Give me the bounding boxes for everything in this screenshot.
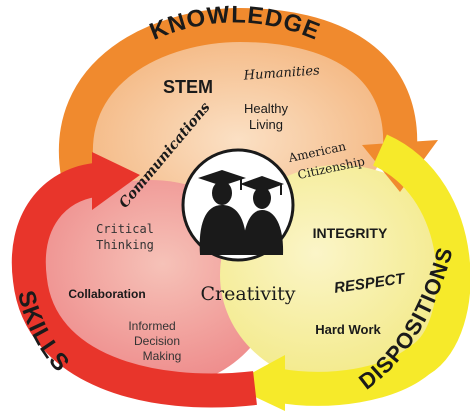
knowledge-item-healthy: Healthy <box>244 101 289 116</box>
skills-ring <box>11 152 257 408</box>
dispositions-ring <box>230 134 470 411</box>
knowledge-item-living: Living <box>249 117 283 132</box>
skills-item-thinking: Thinking <box>96 238 154 252</box>
skills-item-decision: Decision <box>134 334 180 348</box>
skills-arrowhead <box>92 152 140 210</box>
dispositions-item-integrity: INTEGRITY <box>313 225 388 241</box>
knowledge-item-stem: STEM <box>163 77 213 97</box>
dispositions-arrowhead <box>230 355 285 411</box>
skills-item-critical: Critical <box>96 222 154 236</box>
graduates-silhouette-icon <box>198 170 284 255</box>
center-circle <box>181 148 295 262</box>
skills-item-informed: Informed <box>128 319 175 333</box>
knowledge-item-humanities: Humanities <box>242 63 320 83</box>
skills-item-making: Making <box>143 349 182 363</box>
skills-item-collaboration: Collaboration <box>68 287 145 301</box>
skills-items: Critical Thinking Collaboration Informed… <box>68 222 181 363</box>
center-label-creativity: Creativity <box>200 283 295 305</box>
dispositions-item-hard-work: Hard Work <box>315 322 381 337</box>
